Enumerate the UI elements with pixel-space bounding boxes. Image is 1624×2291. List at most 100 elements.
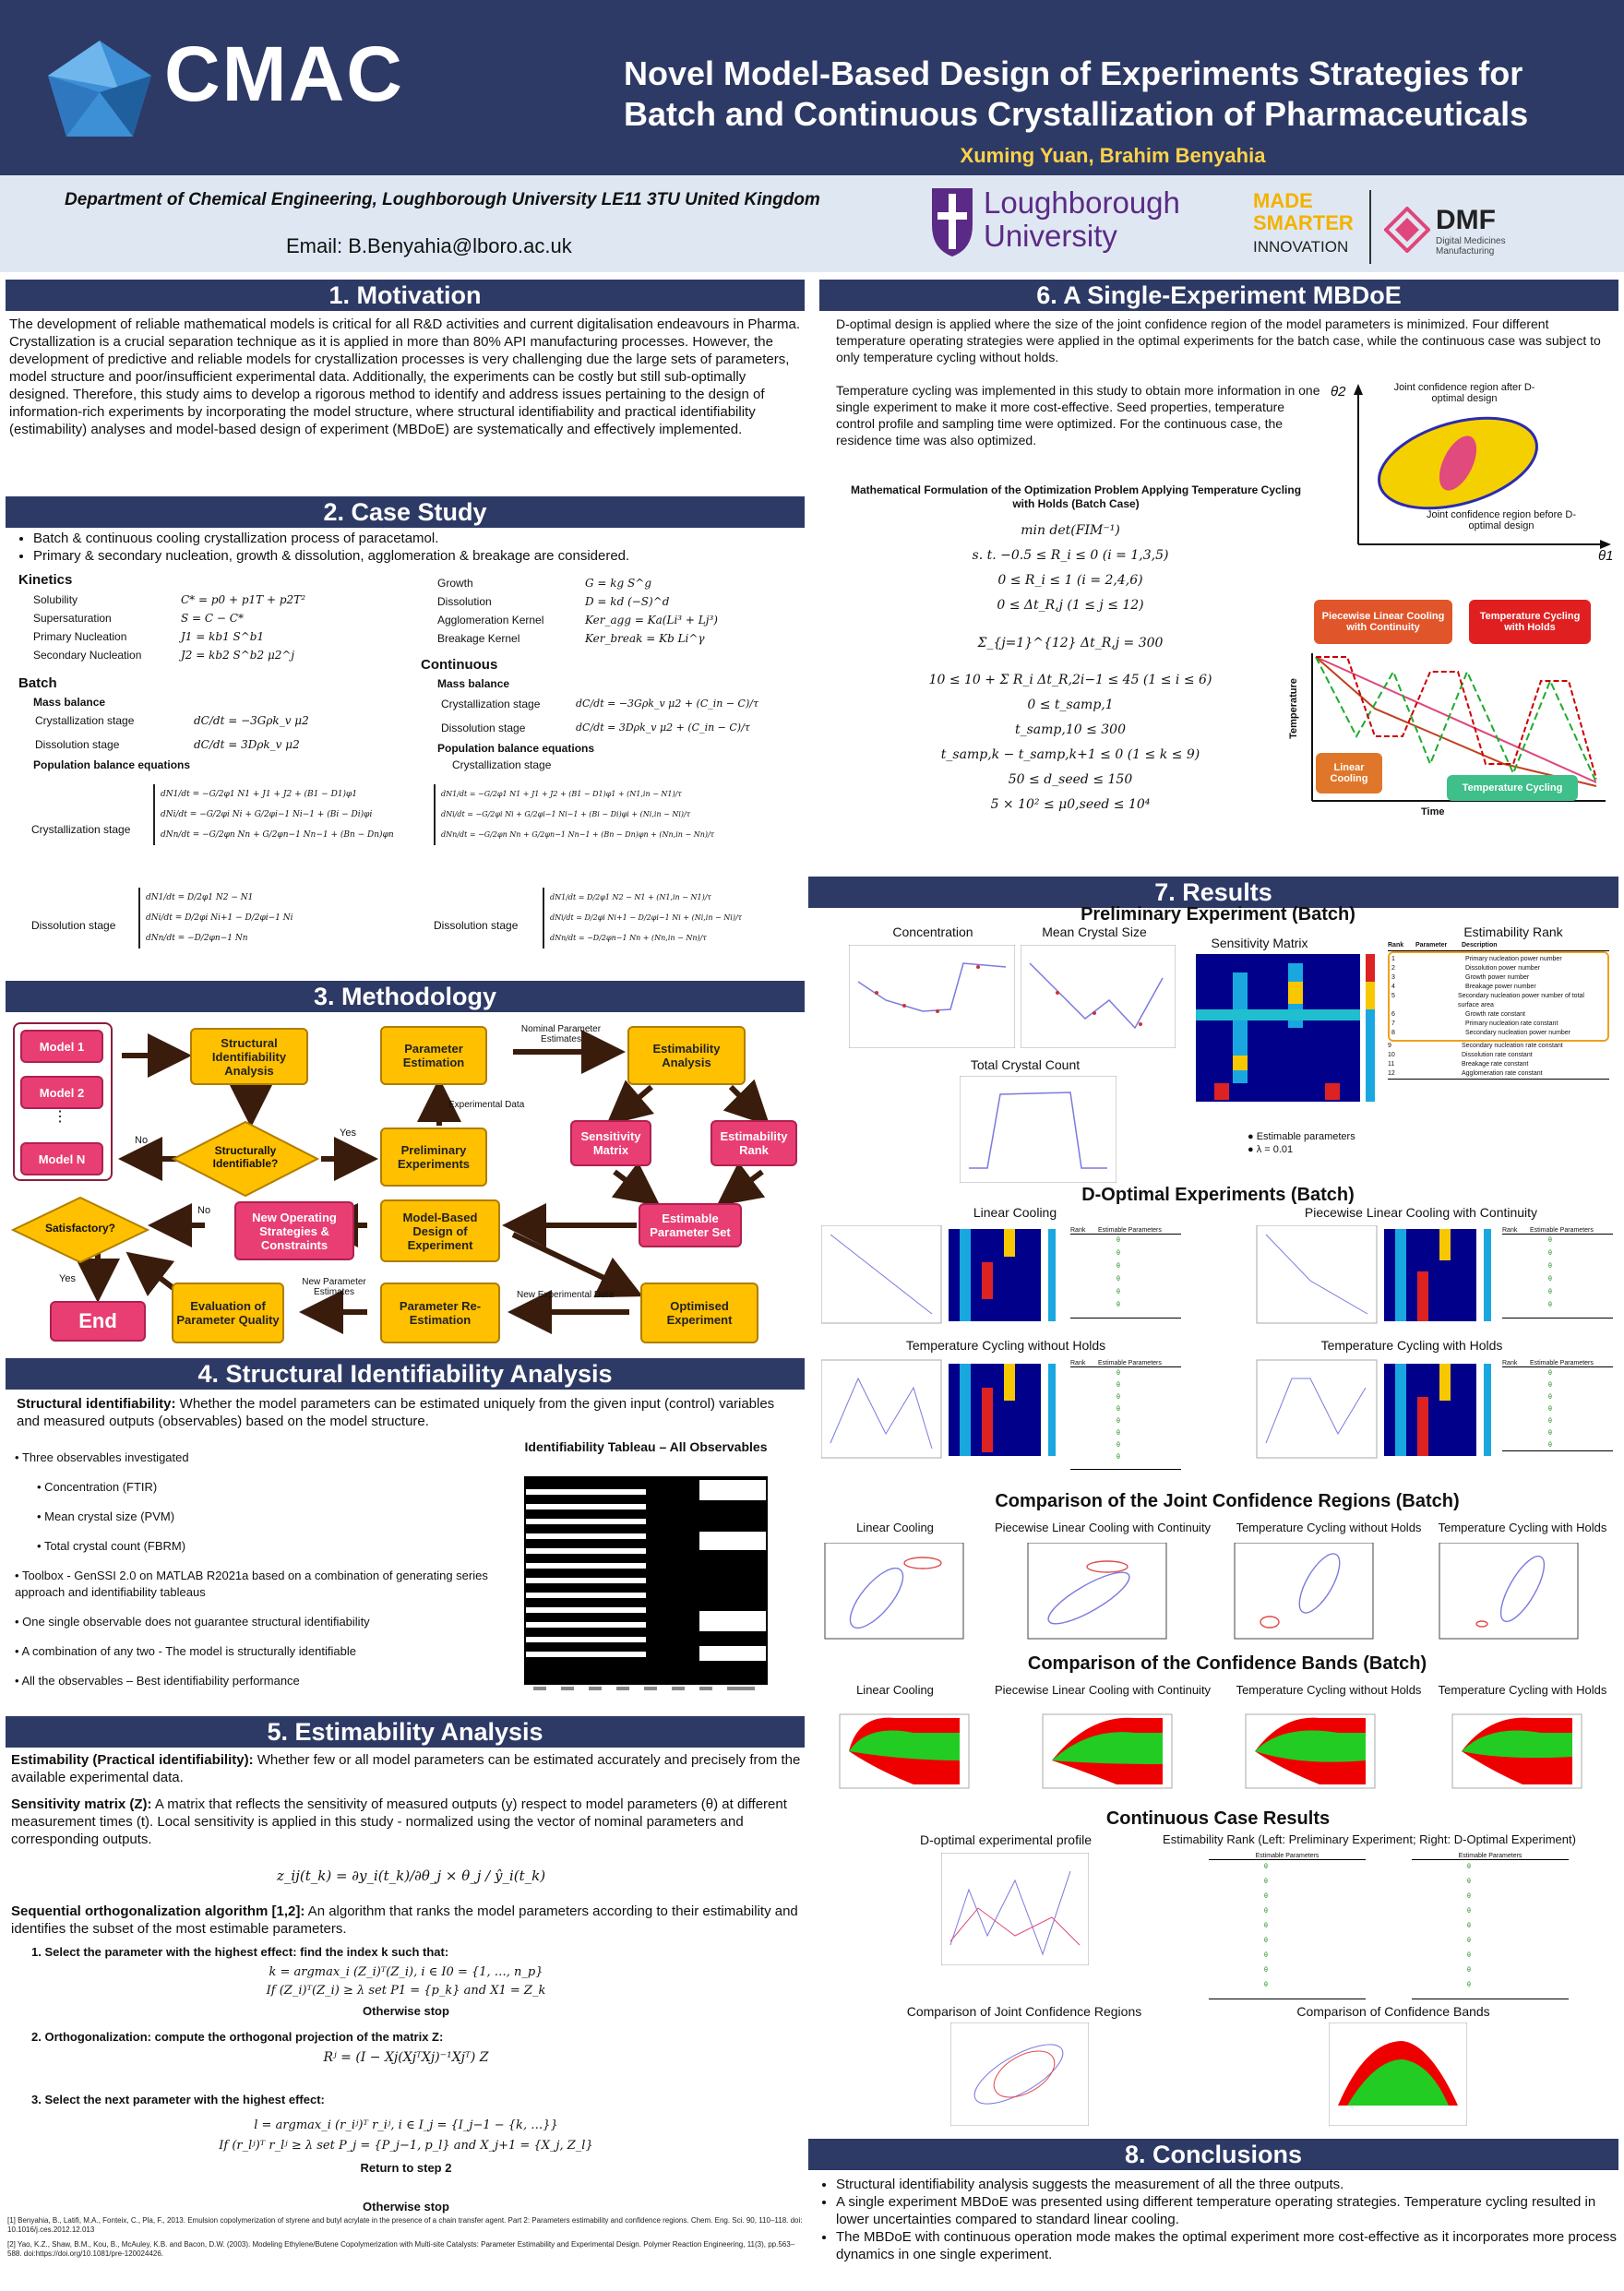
structural-identifiability-box: Structural Identifiability Analysis <box>190 1028 308 1085</box>
new-experimental-data-label: New Experimental Data <box>517 1290 615 1300</box>
batch-cryst-label: Crystallization stage <box>35 714 135 727</box>
est-rank-caption: Estimability Rank <box>1463 925 1563 939</box>
ccb2-plot <box>1329 2023 1467 2126</box>
kin-eq: D = kd (−S)^d <box>585 595 670 608</box>
kinetics-heading: Kinetics <box>18 572 73 588</box>
si-bullet: • All the observables – Best identifiabi… <box>15 1674 300 1688</box>
batch-heading: Batch <box>18 675 57 691</box>
section-case-study-heading: 2. Case Study <box>6 496 805 528</box>
kin-eq: C* = p0 + p1T + p2T² <box>181 593 305 606</box>
batch-mass-balance: Mass balance <box>33 696 106 709</box>
header-banner <box>0 0 1624 175</box>
kin-label: Breakage Kernel <box>437 632 520 645</box>
identifiability-tableau <box>524 1476 768 1690</box>
case-bullet: Batch & continuous cooling crystallizati… <box>33 530 818 547</box>
kin-eq: S = C − C* <box>181 612 244 625</box>
orthogonalization-def: Sequential orthogonalization algorithm [… <box>11 1903 798 1937</box>
conclusion-item: Structural identifiability analysis sugg… <box>836 2176 1624 2193</box>
pbe-eq: dNi/dt = −G/2φi Ni + G/2φi−1 Ni−1 + (Bi … <box>441 810 691 818</box>
ccb-title: Comparison of the Confidence Bands (Batc… <box>1027 1653 1427 1674</box>
pbe-cont-diss-label: Dissolution stage <box>434 919 519 932</box>
time-axis-label: Time <box>1421 806 1445 817</box>
dopt-panels <box>821 1225 1491 1459</box>
section-mbdoe-heading: 6. A Single-Experiment MBDoE <box>819 280 1618 311</box>
yes-label-2: Yes <box>59 1273 76 1284</box>
parameter-estimation-box: Parameter Estimation <box>380 1026 487 1085</box>
satisfactory-decision: Satisfactory? <box>11 1196 149 1264</box>
opt-eq: 5 × 10² ≤ μ0,seed ≤ 10⁴ <box>990 797 1151 812</box>
dopt-title: D-Optimal Experiments (Batch) <box>1081 1185 1355 1205</box>
cont-pbe-cryst: Crystallization stage <box>452 758 552 771</box>
preliminary-experiments-box: Preliminary Experiments <box>380 1128 487 1187</box>
evaluation-parameter-quality-box: Evaluation of Parameter Quality <box>172 1283 284 1343</box>
yes-label: Yes <box>340 1128 356 1139</box>
kin-label: Secondary Nucleation <box>33 649 142 662</box>
plc-callout: Piecewise Linear Cooling with Continuity <box>1314 600 1452 644</box>
kin-eq: J1 = kb1 S^b1 <box>181 630 265 643</box>
model-1-box: Model 1 <box>20 1030 103 1063</box>
cjcr-panels <box>824 1543 1579 1640</box>
motivation-text: The development of reliable mathematical… <box>9 316 801 437</box>
pbe-cont-cryst-eqs: dN1/dt = −G/2φ1 N1 + J1 + J2 + (B1 − D1)… <box>434 784 810 845</box>
mbdoe-cycling-text: Temperature cycling was implemented in t… <box>836 383 1320 447</box>
kin-label: Solubility <box>33 593 78 606</box>
loughborough-crest-icon <box>932 188 973 257</box>
dopt-tcwo-caption: Temperature Cycling without Holds <box>905 1338 1106 1353</box>
dopt-tcw-caption: Temperature Cycling with Holds <box>1320 1338 1503 1353</box>
formulation-title: Mathematical Formulation of the Optimiza… <box>850 483 1302 510</box>
cont-diss-eq: dC/dt = 3Dρk_v μ2 + (C_in − C)/τ <box>576 722 750 734</box>
algo-eq-1b: If (Z_i)ᵀ(Z_i) ≥ λ set P1 = {p_k} and X1… <box>266 1984 546 1998</box>
pbe-eq: dN1/dt = −G/2φ1 N1 + J1 + J2 + (B1 − D1)… <box>161 790 358 799</box>
opt-eq: 0 ≤ R_i ≤ 1 (i = 2,4,6) <box>997 573 1143 588</box>
algo-stop-1: Otherwise stop <box>363 2004 449 2018</box>
estimability-rank-box: Estimability Rank <box>710 1120 797 1166</box>
opt-eq: t_samp,10 ≤ 300 <box>1014 722 1126 737</box>
kin-eq: J2 = kb2 S^b2 μ2^j <box>181 649 295 662</box>
cont-pbe-heading: Population balance equations <box>437 742 595 755</box>
batch-diss-label: Dissolution stage <box>35 738 120 751</box>
conclusion-item: The MBDoE with continuous operation mode… <box>836 2228 1624 2263</box>
dmf-subtitle: Digital Medicines Manufacturing <box>1436 236 1506 257</box>
pbe-eq: dNn/dt = −D/2φn−1 Nn + (Nn,in − Nn)/τ <box>550 934 707 942</box>
batch-pbe-heading: Population balance equations <box>33 758 191 771</box>
pbe-cryst-label: Crystallization stage <box>31 823 131 836</box>
made-smarter-line3: INNOVATION <box>1253 238 1349 256</box>
opt-eq: t_samp,k − t_samp,k+1 ≤ 0 (1 ≤ k ≤ 9) <box>940 747 1200 762</box>
reference-1: [1] Benyahia, B., Latifi, M.A., Fonteix,… <box>7 2216 803 2234</box>
mcs-plot <box>1021 945 1176 1048</box>
jcr-after-label: Joint confidence region after D-optimal … <box>1393 382 1535 404</box>
pbe-eq: dN1/dt = −G/2φ1 N1 + J1 + J2 + (B1 − D1)… <box>441 790 682 798</box>
kin-eq: Ker_agg = Ka(Li³ + Lj³) <box>585 614 718 626</box>
si-bullets: • Three observables investigated • Conce… <box>15 1443 513 1696</box>
opt-eq: 0 ≤ t_samp,1 <box>1027 698 1114 712</box>
dopt-plc-caption: Piecewise Linear Cooling with Continuity <box>1304 1205 1538 1220</box>
parameter-reestimation-box: Parameter Re-Estimation <box>380 1283 500 1343</box>
si-bullet: • Three observables investigated <box>15 1450 189 1464</box>
dprof-plot <box>941 1853 1089 1965</box>
loughborough-logo: Loughborough University <box>984 185 1180 253</box>
dmf-logo-icon <box>1384 207 1430 253</box>
si-bullet: • Toolbox - GenSSI 2.0 on MATLAB R2021a … <box>15 1569 488 1599</box>
opt-eq: min det(FIM⁻¹) <box>1021 523 1120 538</box>
tableau-title: Identifiability Tableau – All Observable… <box>524 1439 768 1454</box>
si-bullet: • Mean crystal size (PVM) <box>37 1509 175 1523</box>
pbe-eq: dNi/dt = D/2φi Ni+1 − D/2φi−1 Ni <box>146 913 293 923</box>
temperature-axis-label: Temperature <box>1288 678 1299 739</box>
pbe-diss-label: Dissolution stage <box>31 919 116 932</box>
theta2-label: θ2 <box>1331 384 1346 400</box>
cont-cryst-eq: dC/dt = −3Gρk_v μ2 + (C_in − C)/τ <box>576 698 759 710</box>
algo-eq-1a: k = argmax_i (Z_i)ᵀ(Z_i), i ∈ I0 = {1, …… <box>269 1965 543 1979</box>
opt-eq: Σ_{j=1}^{12} Δt_R,j = 300 <box>977 636 1164 650</box>
cmac-logo: CMAC <box>164 30 404 117</box>
algo-eq-3b: If (r_lʲ)ᵀ r_lʲ ≥ λ set P_j = {P_j−1, p_… <box>219 2139 593 2153</box>
estimability-analysis-box: Estimability Analysis <box>627 1026 746 1085</box>
kin-eq: Ker_break = Kb Li^γ <box>585 632 705 645</box>
decision-label: Satisfactory? <box>44 1222 116 1235</box>
pbe-eq: dNi/dt = −G/2φi Ni + G/2φi−1 Ni−1 + (Bi … <box>161 810 373 819</box>
cont-cryst-label: Crystallization stage <box>441 698 541 710</box>
